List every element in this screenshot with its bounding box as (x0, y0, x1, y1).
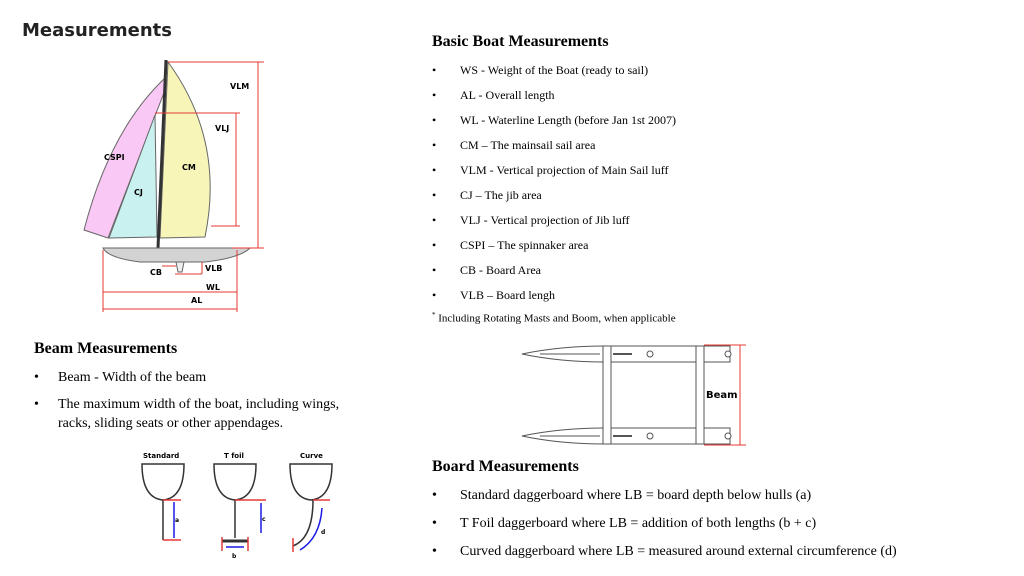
board-heading: Board Measurements (432, 458, 579, 475)
list-item: •VLM - Vertical projection of Main Sail … (432, 163, 669, 177)
mainsail-shape (159, 60, 211, 239)
vlj-label: VLJ (215, 124, 229, 133)
spinnaker-shape (83, 76, 166, 239)
mast (156, 59, 168, 249)
daggerboard-shape (175, 261, 185, 273)
tfoil-label: T foil (224, 452, 244, 460)
list-item: •WL - Waterline Length (before Jan 1st 2… (432, 113, 676, 127)
page-title: Measurements (22, 20, 172, 41)
list-item: •VLB – Board lengh (432, 288, 555, 302)
cm-label: CM (182, 163, 196, 172)
dim-a-label: a (175, 517, 179, 524)
cb-label: CB (150, 268, 162, 277)
wl-label: WL (206, 283, 220, 292)
sailboat-diagram: VLM VLJ CSPI CM CJ CB VLB WL AL (83, 59, 264, 312)
front-beam (602, 345, 612, 445)
hull-shape (102, 247, 252, 263)
beam-label: Beam (706, 390, 738, 401)
list-item: •T Foil daggerboard where LB = addition … (432, 516, 817, 531)
dim-c-label: c (262, 516, 266, 523)
beam-heading: Beam Measurements (34, 340, 178, 357)
jib-shape (108, 114, 158, 239)
list-item: •CM – The mainsail sail area (432, 138, 596, 152)
catamaran-diagram: Beam (521, 344, 746, 446)
footnote: * Including Rotating Masts and Boom, whe… (432, 311, 676, 325)
curve-label: Curve (300, 452, 323, 460)
beam-list: •Beam - Width of the beam •The maximum w… (34, 368, 374, 433)
standard-hull (141, 463, 185, 501)
list-item: •The maximum width of the boat, includin… (34, 397, 340, 431)
dim-d-label: d (321, 529, 325, 536)
list-item: •VLJ - Vertical projection of Jib luff (432, 213, 630, 227)
list-item: •CJ – The jib area (432, 188, 542, 202)
cj-label: CJ (134, 188, 143, 197)
rear-beam (695, 345, 705, 445)
board-types-diagram: Standard T foil Curve a b c d (141, 452, 333, 560)
standard-label: Standard (143, 452, 179, 460)
list-item: •CSPI – The spinnaker area (432, 238, 589, 252)
cspi-label: CSPI (104, 153, 125, 162)
vlb-label: VLB (205, 264, 222, 273)
list-item: •Curved daggerboard where LB = measured … (432, 544, 897, 559)
tfoil-hull (213, 463, 257, 501)
dim-b-label: b (232, 553, 237, 560)
list-item: •AL - Overall length (432, 88, 555, 102)
basic-heading: Basic Boat Measurements (432, 33, 609, 50)
list-item: •Standard daggerboard where LB = board d… (432, 488, 812, 503)
curve-hull (289, 463, 333, 501)
vlm-label: VLM (230, 82, 249, 91)
list-item: •WS - Weight of the Boat (ready to sail) (432, 63, 649, 77)
al-label: AL (191, 296, 202, 305)
list-item: •Beam - Width of the beam (34, 370, 207, 385)
list-item: •CB - Board Area (432, 263, 541, 277)
board-list: •Standard daggerboard where LB = board d… (432, 488, 1012, 572)
basic-list: •WS - Weight of the Boat (ready to sail)… (432, 63, 852, 313)
